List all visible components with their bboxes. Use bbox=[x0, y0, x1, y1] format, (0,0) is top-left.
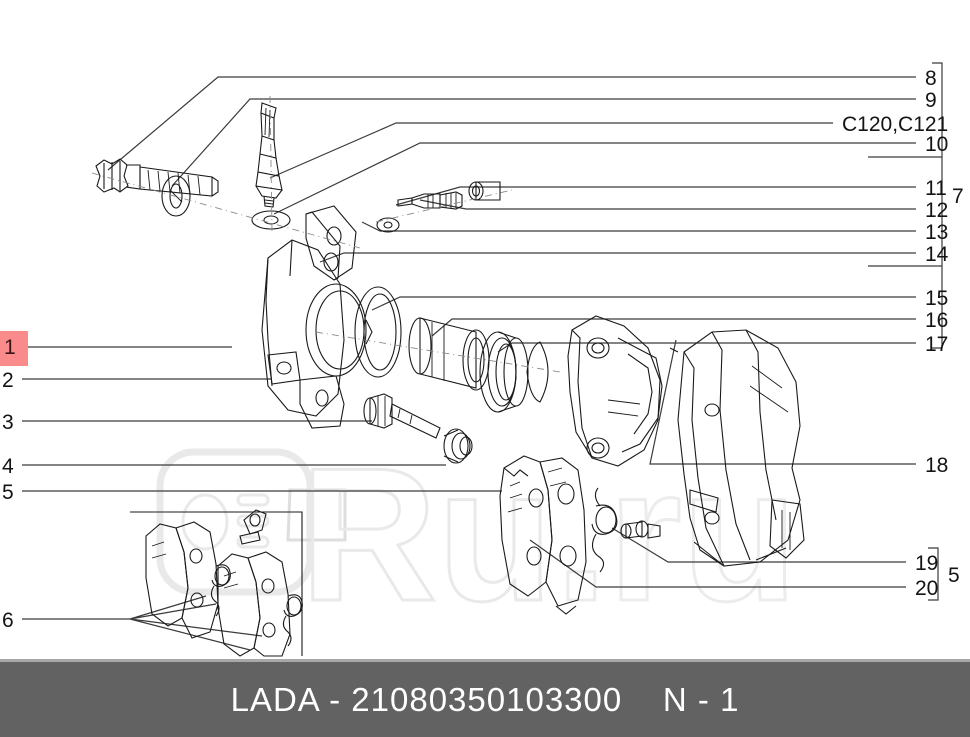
part-piston-seal bbox=[479, 331, 549, 413]
alignment-axes bbox=[91, 95, 561, 373]
svg-text:.ru: .ru bbox=[555, 429, 798, 641]
callout-right-c120-c121[interactable]: C120,C121 bbox=[842, 113, 949, 136]
callout-right-14[interactable]: 14 bbox=[925, 243, 949, 266]
leader-lines-right bbox=[107, 76, 916, 588]
part-wear-sensor bbox=[251, 102, 291, 230]
part-caliper-bolt bbox=[95, 158, 219, 197]
callout-right-16[interactable]: 16 bbox=[925, 309, 949, 332]
callout-right-9[interactable]: 9 bbox=[925, 89, 937, 112]
part-bleed-screw bbox=[376, 181, 501, 233]
part-guide-pin-boot bbox=[443, 428, 473, 464]
callout-right-10[interactable]: 10 bbox=[925, 133, 949, 156]
caption-text: LADA - 21080350103300 N - 1 bbox=[230, 680, 740, 718]
group-brackets bbox=[868, 62, 943, 601]
callout-left-6[interactable]: 6 bbox=[2, 609, 14, 632]
caption-bar: LADA - 21080350103300 N - 1 bbox=[0, 659, 970, 737]
part-brake-pads-main bbox=[499, 455, 587, 615]
callout-right-17[interactable]: 17 bbox=[925, 333, 949, 356]
callout-right-12[interactable]: 12 bbox=[925, 199, 949, 222]
callout-right-13[interactable]: 13 bbox=[925, 221, 949, 244]
part-guide-pin-bolt bbox=[363, 393, 441, 439]
callout-right-20[interactable]: 20 bbox=[915, 577, 939, 600]
callout-left-5[interactable]: 5 bbox=[2, 481, 14, 504]
watermark: Ru .ru bbox=[156, 428, 799, 643]
callout-left-3[interactable]: 3 bbox=[2, 411, 14, 434]
brace-label-5-group: 5 bbox=[948, 564, 960, 587]
part-retaining-clip bbox=[591, 487, 618, 573]
part-dust-boot bbox=[354, 286, 402, 378]
callout-left-2[interactable]: 2 bbox=[2, 369, 14, 392]
bracket-5 bbox=[928, 547, 939, 601]
bracket-7 bbox=[932, 62, 943, 349]
part-brake-pad-sets-box bbox=[130, 509, 303, 657]
leader-lines-left bbox=[22, 346, 502, 651]
part-bolt-washer bbox=[161, 175, 191, 217]
callout-right-8[interactable]: 8 bbox=[925, 67, 937, 90]
brace-label-7: 7 bbox=[952, 185, 964, 208]
callout-right-15[interactable]: 15 bbox=[925, 287, 949, 310]
callout-right-18[interactable]: 18 bbox=[925, 454, 949, 477]
part-caliper-housing bbox=[261, 205, 367, 429]
part-caliper-bracket-rear bbox=[567, 315, 679, 467]
callout-left-1[interactable]: 1 bbox=[0, 331, 28, 366]
callout-left-4[interactable]: 4 bbox=[2, 455, 14, 478]
part-guide-sleeve bbox=[620, 520, 661, 539]
callout-right-19[interactable]: 19 bbox=[915, 552, 939, 575]
callout-right-11[interactable]: 11 bbox=[925, 177, 947, 200]
part-caliper-bracket-front bbox=[677, 329, 805, 567]
